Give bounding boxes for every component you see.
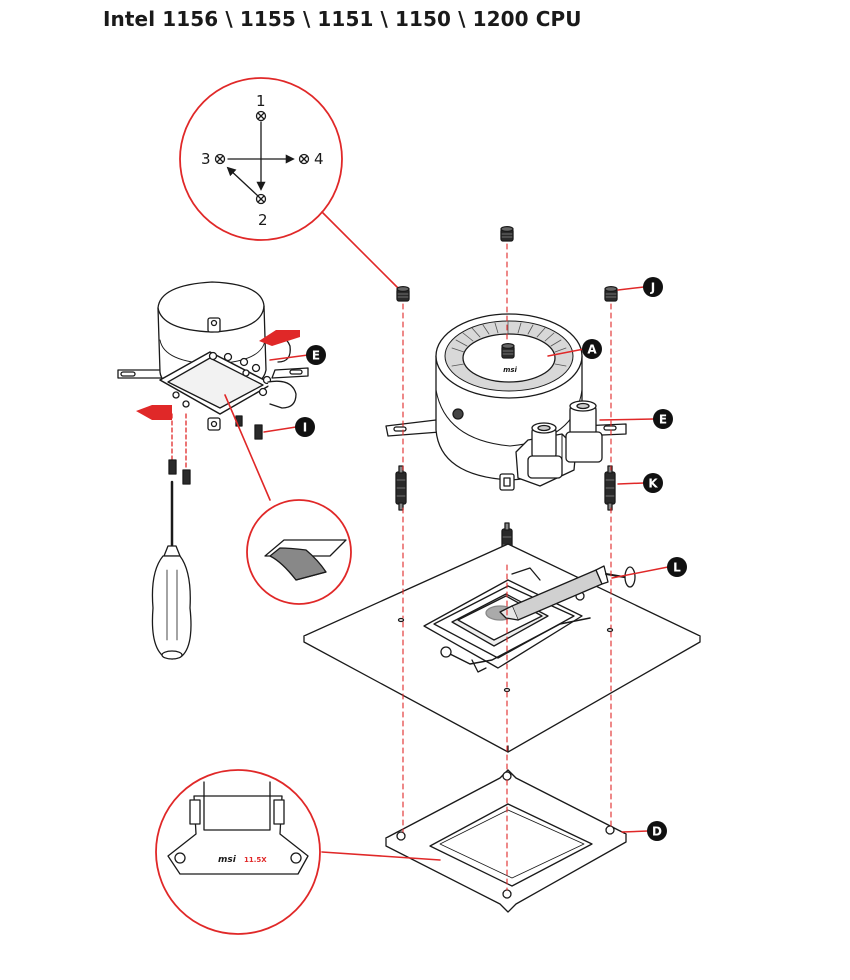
callout-e-left-label: E <box>312 349 320 363</box>
callout-e-left: E <box>306 345 326 365</box>
pump-logo: msi <box>503 366 517 374</box>
callout-k: K <box>643 473 663 493</box>
alignment-lines <box>402 243 612 891</box>
callout-i: I <box>295 417 315 437</box>
backplate <box>385 769 627 913</box>
page-title: Intel 1156 \ 1155 \ 1151 \ 1150 \ 1200 C… <box>103 7 582 31</box>
screw-icon <box>168 459 177 475</box>
standoff-icon <box>395 465 407 511</box>
sequence-label-2: 2 <box>258 211 268 229</box>
backplate-marking: 11.5X <box>244 856 267 864</box>
screw-hole-1-icon <box>255 110 267 122</box>
sequence-label-3: 3 <box>201 150 211 168</box>
pump-block-main: msi <box>385 313 627 491</box>
red-arrow-lower-icon <box>136 405 172 420</box>
peel-leader-line <box>224 394 271 501</box>
thumb-nut-icon <box>604 285 618 302</box>
screw-hole-4-icon <box>298 153 310 165</box>
callout-a: A <box>582 339 602 359</box>
callout-d-label: D <box>652 825 662 839</box>
standoff-icon <box>604 465 616 511</box>
callout-i-label: I <box>303 421 307 435</box>
backplate-brand: msi <box>218 855 237 865</box>
thermal-paste-syringe-icon <box>499 565 636 621</box>
backplate-detail: msi 11.5X <box>155 769 321 935</box>
sequence-label-4: 4 <box>314 150 324 168</box>
screw-sequence-detail: 1 2 3 4 <box>179 77 343 241</box>
protective-film-detail <box>246 499 352 605</box>
screw-hole-2-icon <box>255 193 267 205</box>
callout-a-label: A <box>587 343 597 357</box>
backplate-leader-line <box>321 851 441 861</box>
thumb-nut-icon <box>396 285 410 302</box>
callout-k-label: K <box>648 477 658 491</box>
callout-leaders <box>263 286 669 833</box>
callout-l: L <box>667 557 687 577</box>
screw-icon <box>182 469 191 485</box>
red-arrow-upper-icon <box>259 330 300 346</box>
sequence-leader-line <box>321 211 403 293</box>
thumb-nut-icon <box>500 225 514 242</box>
pump-block-bottom-view <box>117 281 309 440</box>
callout-j-label: J <box>650 281 655 295</box>
callout-d: D <box>647 821 667 841</box>
callout-l-label: L <box>673 561 681 575</box>
callout-j: J <box>643 277 663 297</box>
screw-hole-3-icon <box>214 153 226 165</box>
callout-e-right: E <box>653 409 673 429</box>
motherboard <box>303 543 701 753</box>
sequence-label-1: 1 <box>256 92 266 110</box>
screwdriver-icon <box>151 480 192 660</box>
callout-e-right-label: E <box>659 413 667 427</box>
